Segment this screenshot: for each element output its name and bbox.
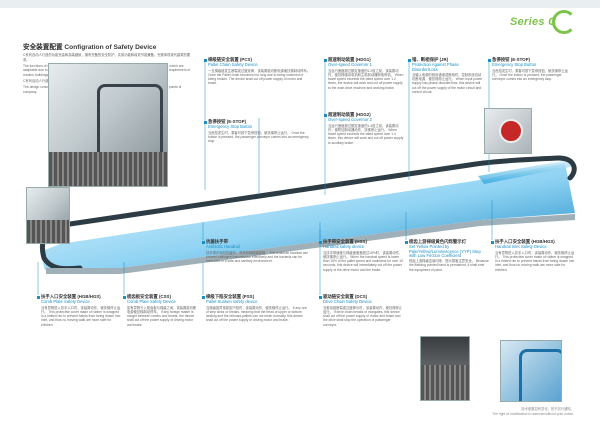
callout-flashing-text: 梳齿上游梯级边缘闪烁，提示乘客注意安全。 Because the flashin… xyxy=(409,259,489,272)
callout-hdg2-title: 超速制动装置 (HDG2) xyxy=(328,112,371,117)
callout-hss-text: 当扶手带速度与梯级速度差超过15%时，该装置动作，使扶梯停止运行。 When t… xyxy=(323,250,403,272)
callout-estop-1-title: 急停按钮 (E-STOP) xyxy=(208,119,246,124)
callout-estop-1-text: 当危险发生时，乘客可按下急停按钮，使扶梯停止运行。 Once the butto… xyxy=(208,130,309,144)
callout-hss-subtitle: Handrail safety device xyxy=(323,244,365,250)
callout-css-text: 如有异物卡入梳齿板与梯级之间，该装置能切断电源使扶梯制动停车。 If any f… xyxy=(127,305,197,327)
callout-estop-2-title: 急停按钮 (E-STOP) xyxy=(492,57,530,62)
callout-css: 梳齿板安全装置 (CSS) Comb Plate Safety Device 如… xyxy=(123,294,199,328)
callout-hdg1-text: 当运行速度超过额定速度的1.2倍之前，该装置动作，使扶梯驱动电机和主机制动器断电… xyxy=(328,68,404,90)
logo-c-icon xyxy=(552,10,576,34)
footer-note: 技术参数如有变化，恕不另行通知。 The right of modificati… xyxy=(492,407,574,416)
callout-pss-subtitle: Pallet Sunken safety device xyxy=(206,299,258,305)
skirt-panel xyxy=(46,214,575,274)
callout-flashing-title: 梳齿上游梯级黄色闪烁警示灯 xyxy=(409,239,467,244)
footer-cn: 技术参数如有变化，恕不另行通知。 xyxy=(521,407,574,412)
callout-dcs-title: 驱动链安全装置 (DCS) xyxy=(323,294,368,299)
photo-flashing-steps xyxy=(420,336,470,401)
callout-antibiotic-text: 扶手带中添加抗菌剂，有效抑制细菌繁殖。 The antibiotic handr… xyxy=(206,250,309,264)
callout-estop-2-text: 当危险发生时，乘客可按下急停按钮，使扶梯停止运行。 Once the butto… xyxy=(492,68,568,82)
callout-estop-2: 急停按钮 (E-STOP) Emergency Stop Button 当危险发… xyxy=(488,57,572,82)
callout-hgb-left-text: 当有异物进入扶手入口时，该装置动作，使扶梯停止运行。 This protecti… xyxy=(41,305,121,327)
callout-dcs-text: 当驱动链断裂或过度伸长时，该装置动作，使扶梯停止运行。 If drive cha… xyxy=(323,305,403,327)
callout-phase-text: 当输入电源的相序错误或断相时，控制系统自动切断电源，使扶梯停止运行。 When … xyxy=(412,72,483,95)
top-bar xyxy=(0,0,600,8)
callout-hdg2: 超速制动装置 (HDG2) Over-speed Governor 2 当运行速… xyxy=(324,112,404,146)
callout-pss: 梯级下陷安全装置 (PSS) Pallet Sunken safety devi… xyxy=(202,294,310,324)
callout-pss-title: 梯级下陷安全装置 (PSS) xyxy=(206,294,255,299)
callout-hgb-left: 扶手入口安全装置 (HGB/HGS) Comb Plate Safety Dev… xyxy=(37,294,121,328)
callout-estop-2-subtitle: Emergency Stop Button xyxy=(492,62,537,68)
callout-antibiotic: 抗菌扶手带 Antibiotic Handrail 扶手带中添加抗菌剂，有效抑制… xyxy=(202,239,310,264)
callout-pcs-subtitle: Pallet Chain Safety Device xyxy=(208,62,258,68)
callout-dcs: 驱动链安全装置 (DCS) Drive Chain Safety Device … xyxy=(319,294,403,328)
callout-pcs: 梯级链安全装置 (PCS) Pallet Chain Safety Device… xyxy=(204,57,312,87)
photo-stop-button xyxy=(484,108,532,154)
callout-phase-title: 错、断相保护 (JR) xyxy=(412,57,449,62)
callout-hgb-right-text: 当有异物进入扶手入口时，该装置动作，使扶梯停止运行。 This protecti… xyxy=(495,250,575,272)
callout-hgb-right: 扶手入口安全装置 (HGB/HGS) Handrail Inlet Safety… xyxy=(491,239,575,273)
callout-pss-text: 当梯级因异常原因下陷时，该装置动作，使扶梯停止运行。 If any one of… xyxy=(206,305,308,323)
callout-hdg2-text: 当运行速度超过额定速度的1.4倍之前，该装置动作，使附加制动器动作，扶梯停止运行… xyxy=(328,123,404,145)
callout-estop-1: 急停按钮 (E-STOP) Emergency Stop Button 当危险发… xyxy=(204,119,312,144)
callout-hdg2-subtitle: Over-speed Governor 2 xyxy=(328,117,372,123)
callout-dcs-subtitle: Drive Chain Safety Device xyxy=(323,299,372,305)
callout-antibiotic-subtitle: Antibiotic Handrail xyxy=(206,244,240,250)
callout-hdg1: 超速制动装置 (HDG1) Over-speed Governor 1 当运行速… xyxy=(324,57,404,91)
callout-hss: 扶手带安全装置 (HSS) Handrail safety device 当扶手… xyxy=(319,239,403,273)
brand-logo: Series C xyxy=(506,10,576,38)
callout-hgb-left-subtitle: Comb Plate Safety Device xyxy=(41,299,90,305)
callout-hss-title: 扶手带安全装置 (HSS) xyxy=(323,239,367,244)
intro-cn: C系列自动人行道的功能完善和高端细致，拥有完备的安全防护，实用功能和增效节能兼备… xyxy=(23,53,191,62)
page-title-cn: 安全装置配置 xyxy=(23,44,63,51)
callout-flashing-subtitle: Set Yellow Pointed by Pale/Yellow/Lumine… xyxy=(409,244,481,258)
callout-hdg1-subtitle: Over-speed Governor 1 xyxy=(328,62,372,68)
callout-phase-subtitle: Protection Against Phase Disorder/Loss xyxy=(412,62,459,72)
photo-lower-landing xyxy=(26,187,70,244)
photo-handrail-entry xyxy=(48,63,168,187)
callout-hgb-left-title: 扶手入口安全装置 (HGB/HGS) xyxy=(41,294,101,299)
logo-text: Series C xyxy=(510,16,557,28)
callout-css-title: 梳齿板安全装置 (CSS) xyxy=(127,294,171,299)
callout-css-subtitle: Comb Plate Safety Device xyxy=(127,299,176,305)
callout-antibiotic-title: 抗菌扶手带 xyxy=(206,239,228,244)
glass-balustrade xyxy=(40,163,575,270)
photo-handrail-inlet xyxy=(500,340,562,402)
callout-hgb-right-title: 扶手入口安全装置 (HGB/HGS) xyxy=(495,239,555,244)
callout-hdg1-title: 超速制动装置 (HDG1) xyxy=(328,57,371,62)
callout-hgb-right-subtitle: Handrail Inlet Safety Device xyxy=(495,244,547,250)
callout-phase: 错、断相保护 (JR) Protection Against Phase Dis… xyxy=(408,57,484,95)
callout-pcs-text: 一旦梯级链发生断裂或过度延伸，该装置能切断电源使扶梯制动停车。 Once the… xyxy=(208,68,311,86)
page-title: 安全装置配置 Configration of Safety Device xyxy=(23,41,156,51)
callout-pcs-title: 梯级链安全装置 (PCS) xyxy=(208,57,252,62)
footer-en: The right of modification is reserved wi… xyxy=(492,411,574,416)
page-title-en: Configration of Safety Device xyxy=(64,44,157,51)
callout-flashing: 梳齿上游梯级黄色闪烁警示灯 Set Yellow Pointed by Pale… xyxy=(405,239,489,273)
callout-estop-1-subtitle: Emergency Stop Button xyxy=(208,124,253,130)
